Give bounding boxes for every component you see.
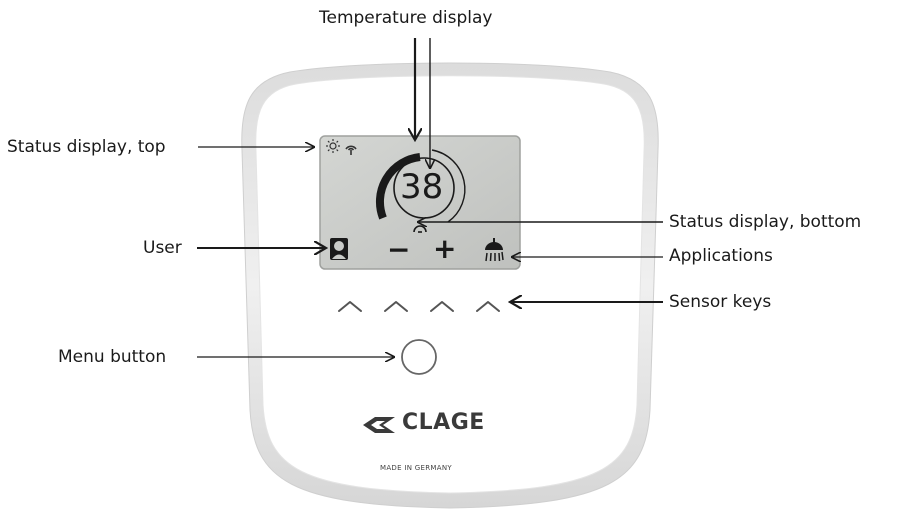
made-in-label: MADE IN GERMANY xyxy=(380,464,452,472)
brand-name: CLAGE xyxy=(402,410,485,435)
label-status-display-bottom: Status display, bottom xyxy=(669,212,862,232)
label-status-display-top: Status display, top xyxy=(7,137,166,157)
temperature-value: 38 xyxy=(400,167,444,207)
temperature-ring xyxy=(375,153,421,220)
sun-icon xyxy=(326,139,340,153)
menu-button[interactable] xyxy=(401,339,437,375)
clage-logo-icon xyxy=(363,417,395,433)
label-user: User xyxy=(143,238,182,258)
sensor-key-3-caret-up-icon[interactable] xyxy=(430,301,454,312)
label-temperature-display: Temperature display xyxy=(319,8,493,28)
shower-icon xyxy=(485,238,504,262)
label-applications: Applications xyxy=(669,246,773,266)
label-sensor-keys: Sensor keys xyxy=(669,292,772,312)
sensor-key-1-caret-up-icon[interactable] xyxy=(338,301,362,312)
user-icon xyxy=(330,238,348,260)
sensor-key-4-caret-up-icon[interactable] xyxy=(476,301,500,312)
temperature-outer-arc xyxy=(431,149,466,223)
label-menu-button: Menu button xyxy=(58,347,167,367)
sensor-key-2-caret-up-icon[interactable] xyxy=(384,301,408,312)
minus-button[interactable]: − xyxy=(387,233,411,266)
wifi-icon xyxy=(345,145,357,155)
plus-button[interactable]: + xyxy=(433,232,457,265)
